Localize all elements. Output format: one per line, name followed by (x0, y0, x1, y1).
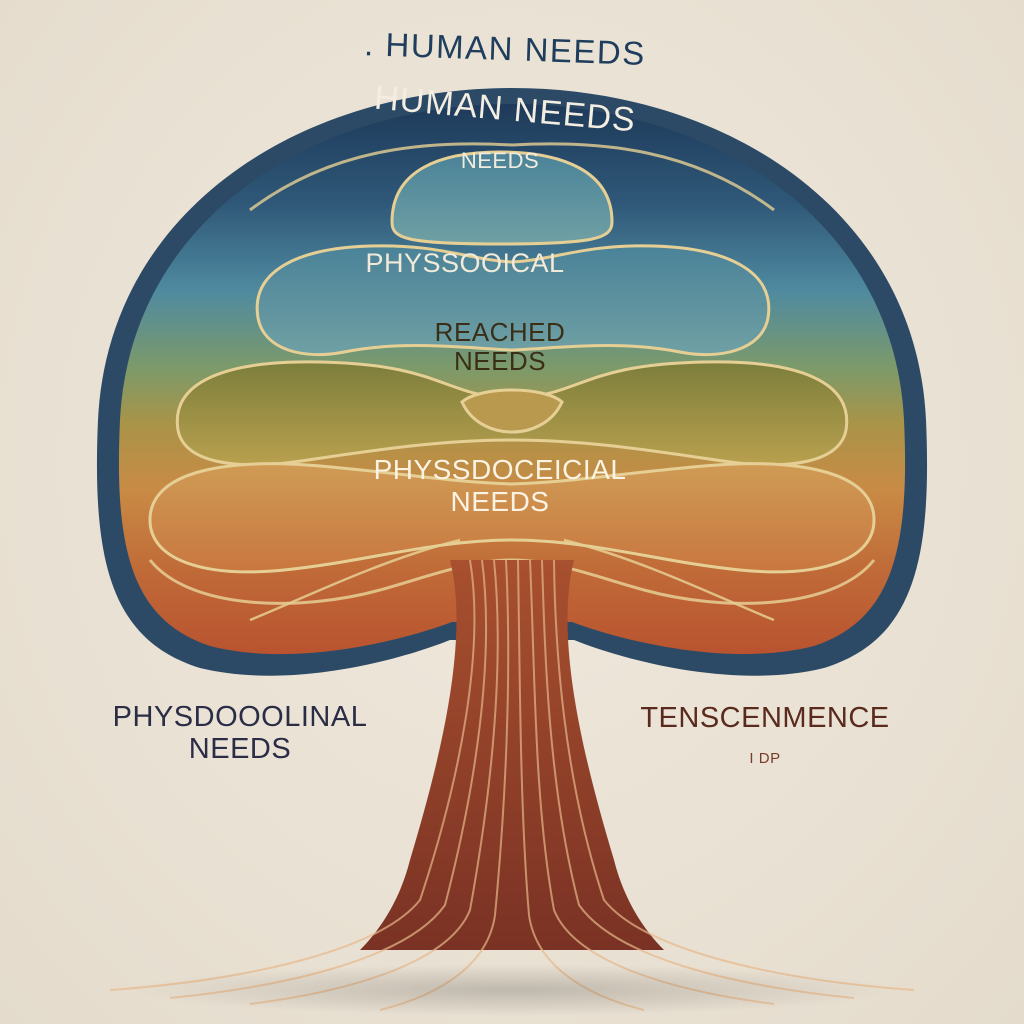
physiological-lobe (255, 244, 771, 357)
physiological-layer-lower (148, 462, 876, 574)
needs-dome-label: NEEDS (460, 148, 540, 173)
branch-contours (249, 538, 775, 622)
physiological-lower-line-2: NEEDS (450, 486, 550, 518)
right-side-label: TENSCENMENCE (640, 702, 890, 734)
reached-needs-label: REACHED NEEDS (410, 317, 590, 377)
reached-line-2: NEEDS (453, 346, 547, 377)
left-side-line-2: NEEDS (188, 732, 292, 765)
needs-dome (390, 150, 614, 246)
left-side-line-1: PHYSDOOOLINAL (112, 701, 368, 733)
physiological-label-upper: PHYSSOOICAL (365, 248, 565, 278)
reached-line-1: REACHED (434, 317, 566, 347)
physiological-label-lower: PHYSSDOCEICIAL NEEDS (345, 454, 655, 519)
center-bud (460, 388, 564, 434)
ground-shadow (132, 964, 892, 1016)
right-side-sublabel: I DP (749, 750, 781, 767)
tree-trunk (360, 560, 664, 950)
physiological-lower-line-1: PHYSSDOCEICIAL (373, 454, 627, 485)
left-side-label: PHYSDOOOLINAL NEEDS (90, 701, 390, 766)
crown-band-contour (249, 142, 775, 212)
